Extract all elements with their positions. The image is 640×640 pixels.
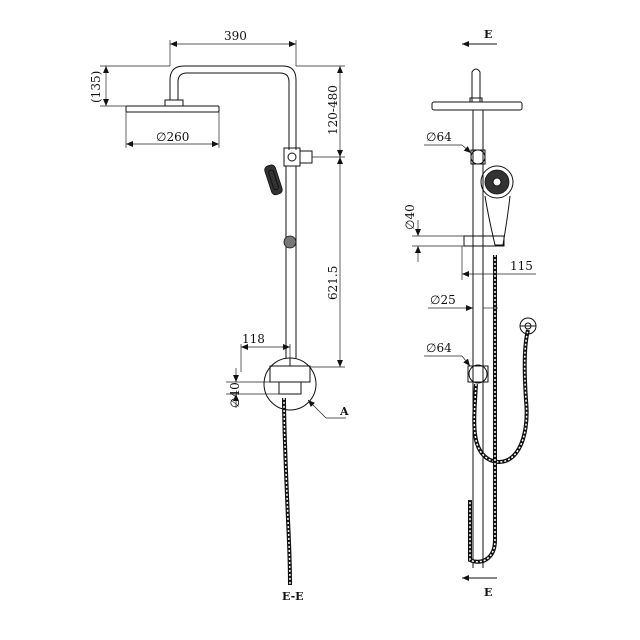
wall-mixer [263, 357, 317, 411]
section-marker-bottom: E [462, 575, 497, 599]
slider-knob [283, 235, 297, 249]
side-shower-head [431, 68, 523, 111]
section-marker-label: E-E [282, 590, 304, 603]
dim-bracket-top-diameter: ∅64 [424, 130, 472, 154]
dim-arm-drop: (135) [89, 65, 170, 107]
section-marker-top: E [462, 28, 497, 47]
dim-arm-width-label: 390 [224, 29, 247, 43]
dim-handset-projection-label: 115 [510, 259, 533, 273]
dim-inlet-diameter: ∅40 [226, 368, 280, 408]
dim-rail-length: 621.5 [310, 157, 345, 368]
diverter [283, 147, 313, 167]
rail [285, 166, 297, 358]
callout-a: A [307, 399, 349, 419]
dim-bracket-bottom-diameter: ∅64 [424, 341, 471, 367]
side-hose [468, 255, 530, 564]
side-view: E [403, 28, 537, 599]
dim-handset-holder: ∅40 [403, 204, 464, 262]
shower-head [125, 99, 220, 113]
side-hand-shower [480, 165, 514, 246]
side-rail [472, 110, 484, 568]
wall-connector [519, 317, 537, 335]
dim-height-adjust: 120-480 [296, 65, 345, 158]
dim-wall-offset: 118 [240, 332, 291, 372]
top-bracket-body [470, 149, 486, 165]
dim-bracket-bottom-label: ∅64 [426, 341, 452, 355]
dim-rail-diameter: ∅25 [428, 293, 498, 311]
callout-a-label: A [339, 405, 349, 418]
handset-holder [463, 235, 505, 247]
front-view: 390 (135) ∅260 120-480 621.5 [89, 29, 349, 603]
dim-wall-offset-label: 118 [242, 332, 265, 346]
dim-head-diameter: ∅260 [125, 112, 220, 148]
dim-bracket-top-label: ∅64 [426, 130, 452, 144]
dim-height-adjust-label: 120-480 [326, 85, 340, 135]
dim-rail-length-label: 621.5 [326, 266, 340, 300]
dim-arm-width: 390 [169, 29, 297, 66]
section-bottom-label: E [484, 586, 492, 599]
dim-inlet-diameter-label: ∅40 [228, 382, 242, 408]
bottom-bracket [467, 364, 489, 384]
section-top-label: E [484, 28, 492, 41]
dim-arm-drop-label: (135) [89, 71, 103, 103]
front-hose [282, 397, 292, 586]
dim-head-diameter-label: ∅260 [156, 130, 189, 144]
dim-rail-diameter-label: ∅25 [430, 293, 456, 307]
dim-handset-holder-label: ∅40 [403, 204, 417, 230]
dim-handset-projection: 115 [461, 246, 536, 280]
hand-shower [264, 164, 283, 196]
overhead-arm [169, 65, 297, 150]
